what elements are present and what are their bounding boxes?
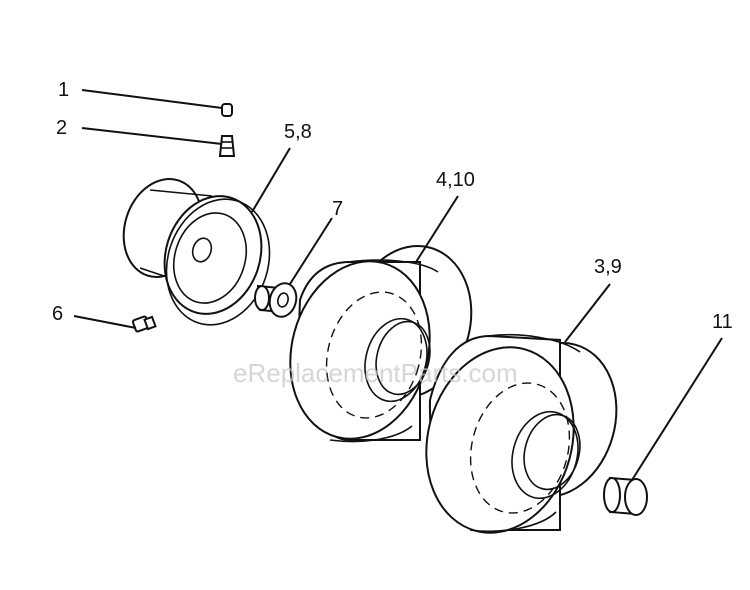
leader-2 xyxy=(81,127,223,145)
hub-cap-part xyxy=(603,476,648,516)
bushing-part xyxy=(254,282,298,318)
callout-6: 6 xyxy=(52,303,63,325)
watermark-text: eReplacementParts.com xyxy=(233,358,518,388)
callout-2: 2 xyxy=(56,117,67,139)
lug-bolt-part xyxy=(131,315,157,333)
tire-3-9-part xyxy=(425,333,618,534)
leader-5-8 xyxy=(251,147,291,213)
callout-4-10: 4,10 xyxy=(436,169,475,191)
leader-4-10 xyxy=(415,195,459,263)
tire-4-10-part xyxy=(289,245,473,443)
leader-lines xyxy=(73,89,723,481)
valve-stem-part xyxy=(218,135,236,157)
leader-1 xyxy=(81,89,223,109)
leader-6 xyxy=(73,315,137,329)
leader-11 xyxy=(631,337,723,481)
callout-7: 7 xyxy=(332,198,343,220)
callout-3-9: 3,9 xyxy=(594,256,622,278)
callout-1: 1 xyxy=(58,79,69,101)
valve-cap-part xyxy=(221,103,233,117)
callout-5-8: 5,8 xyxy=(284,121,312,143)
wheel-rim-part xyxy=(122,178,271,326)
leader-3-9 xyxy=(564,283,611,343)
leader-7 xyxy=(289,217,333,285)
callout-11: 11 xyxy=(712,311,733,333)
